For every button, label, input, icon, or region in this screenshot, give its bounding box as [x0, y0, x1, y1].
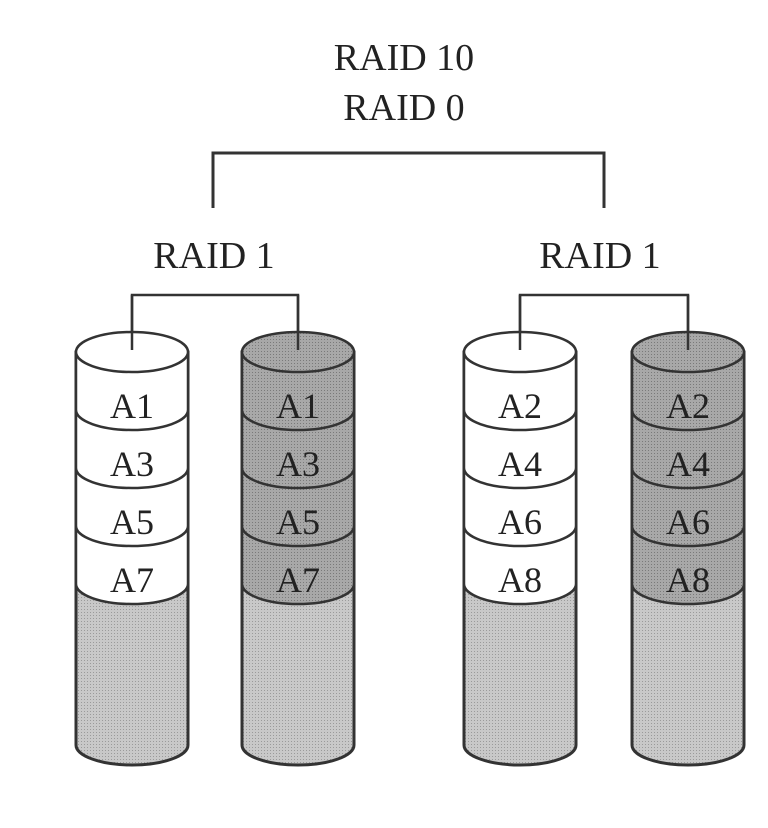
block-label: A1 [276, 386, 320, 426]
block-label: A2 [498, 386, 542, 426]
block-label: A6 [498, 502, 542, 542]
block-label: A5 [110, 502, 154, 542]
block-label: A8 [666, 560, 710, 600]
block-label: A7 [276, 560, 320, 600]
block-segment [630, 350, 746, 432]
block-segment [240, 350, 356, 432]
block-label: A1 [110, 386, 154, 426]
raid0-connector [211, 151, 606, 208]
block-segment [462, 524, 578, 606]
block-label: A2 [666, 386, 710, 426]
block-segment [240, 408, 356, 490]
title-raid10: RAID 10 [334, 37, 474, 79]
block-segment [74, 350, 190, 432]
block-label: A7 [110, 560, 154, 600]
block-segment [630, 524, 746, 606]
block-segment [462, 408, 578, 490]
block-segment [74, 466, 190, 548]
block-label: A3 [276, 444, 320, 484]
group-label-left: RAID 1 [153, 235, 274, 277]
block-label: A4 [666, 444, 710, 484]
block-segment [462, 466, 578, 548]
block-segment [630, 408, 746, 490]
block-segment [240, 524, 356, 606]
block-segment [240, 466, 356, 548]
block-segment [630, 466, 746, 548]
block-label: A4 [498, 444, 542, 484]
block-label: A6 [666, 502, 710, 542]
block-label: A3 [110, 444, 154, 484]
group-label-right: RAID 1 [539, 235, 660, 277]
block-segment [74, 408, 190, 490]
title-raid0: RAID 0 [343, 87, 464, 129]
block-label: A5 [276, 502, 320, 542]
block-label: A8 [498, 560, 542, 600]
block-segment [462, 350, 578, 432]
block-segment [74, 524, 190, 606]
